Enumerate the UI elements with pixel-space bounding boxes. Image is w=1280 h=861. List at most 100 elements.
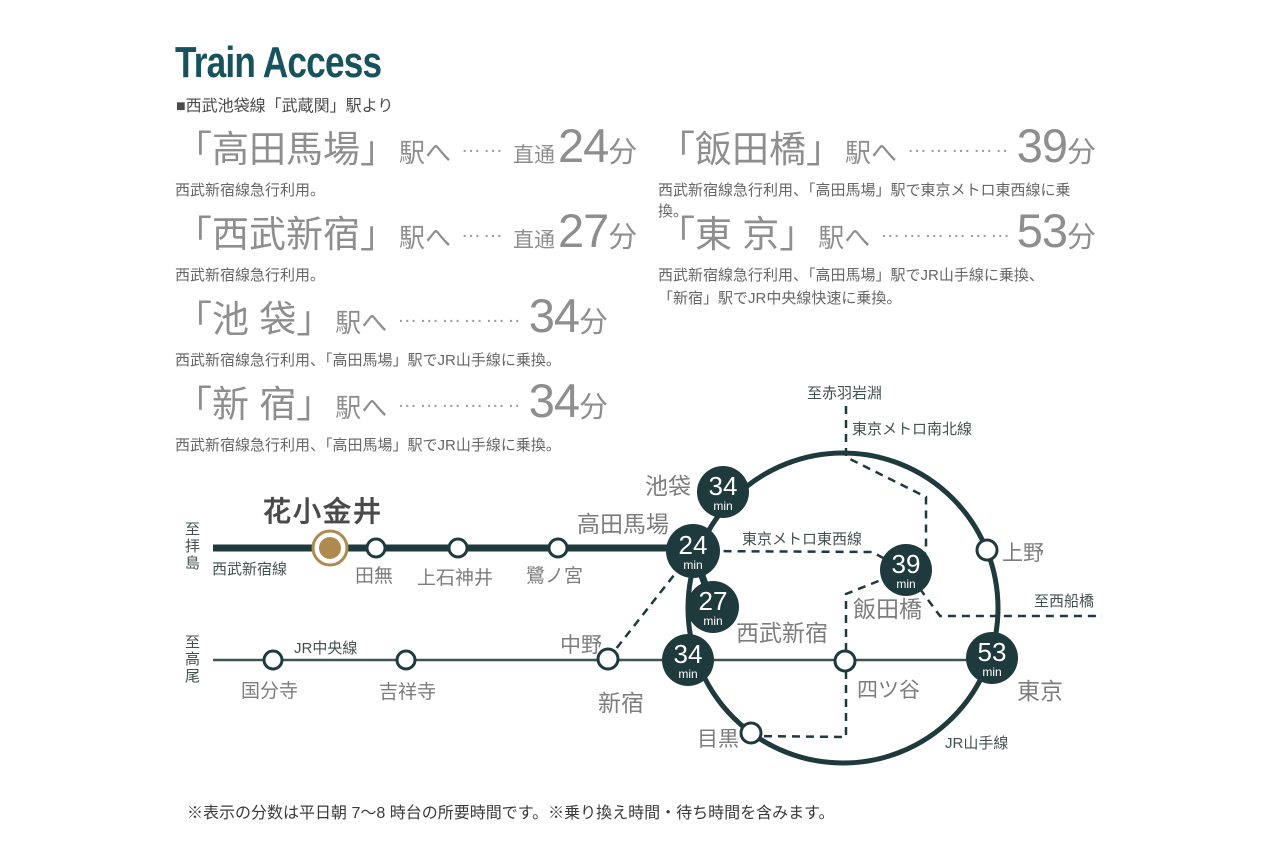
route-station-name: 「西武新宿」 — [175, 214, 397, 255]
station-dot-yotsuya — [833, 649, 857, 673]
route-suffix: 駅へ — [845, 138, 898, 168]
station-label-ueno: 上野 — [1002, 542, 1044, 565]
route-heading: 「飯田橋」 駅へ …………………… 39 分 — [658, 118, 1096, 173]
route-minutes-unit: 分 — [608, 222, 638, 254]
route-station-name: 「東 京」 — [658, 214, 817, 255]
route-time: 直通 24 分 — [513, 118, 637, 173]
route-note-line2: 「新宿」駅でJR中央線快速に乗換。 — [658, 290, 902, 307]
station-dot-kokubunji — [262, 649, 284, 671]
dot-leader: …………………… — [880, 220, 1009, 241]
route-time: 39 分 — [1017, 118, 1096, 173]
station-label-takadanobaba: 高田馬場 — [577, 511, 669, 537]
badge-minutes: 39 — [891, 548, 921, 579]
badge-minutes: 53 — [977, 636, 1007, 667]
line-label-seibu-shinjuku: 西武新宿線 — [212, 561, 288, 578]
route-time: 53 分 — [1017, 203, 1096, 258]
station-label-seibu-shinjuku: 西武新宿 — [736, 620, 828, 646]
route-station-name: 「新 宿」 — [175, 384, 334, 425]
station-label-hanakoganei: 花小金井 — [263, 495, 384, 528]
route-time: 34 分 — [529, 373, 608, 428]
station-label-iidabashi: 飯田橋 — [853, 596, 922, 622]
station-label-meguro: 目黒 — [697, 728, 739, 751]
route-time: 直通 27 分 — [513, 203, 637, 258]
route-station-name: 「池 袋」 — [175, 299, 334, 340]
badge-unit: min — [713, 498, 733, 513]
route-minutes: 53 — [1016, 204, 1068, 257]
line-label-metro-nanboku: 東京メトロ南北線 — [852, 421, 973, 438]
station-label-ikebukuro: 池袋 — [645, 473, 691, 499]
route-minutes: 24 — [558, 119, 609, 172]
route-minutes-unit: 分 — [578, 307, 608, 339]
line-label-jr-chuo: JR中央線 — [294, 640, 358, 657]
route-minutes-unit: 分 — [608, 137, 638, 169]
badge-minutes: 34 — [708, 470, 738, 501]
route-takadanobaba: 「高田馬場」 駅へ …… 直通 24 分 西武新宿線急行利用。 — [175, 118, 637, 200]
station-label-kamishakujii: 上石神井 — [417, 568, 494, 589]
dot-leader: …… — [461, 220, 506, 241]
route-note: 西武新宿線急行利用。 — [175, 182, 326, 199]
dot-leader: …………………… — [907, 135, 1009, 156]
route-tokyo: 「東 京」 駅へ …………………… 53 分 西武新宿線急行利用、「高田馬場」駅… — [658, 203, 1096, 308]
route-suffix: 駅へ — [399, 223, 452, 253]
station-label-kichijoji: 吉祥寺 — [379, 682, 437, 703]
direct-label: 直通 — [513, 144, 556, 167]
route-note: 西武新宿線急行利用、「高田馬場」駅でJR山手線に乗換、 — [658, 267, 1044, 284]
route-station-name: 「高田馬場」 — [175, 129, 397, 170]
badge-takadanobaba: 24 min — [666, 524, 720, 578]
station-dot-kichijoji — [395, 649, 417, 671]
dot-leader: …………………… — [397, 305, 520, 326]
route-heading: 「新 宿」 駅へ …………………… 34 分 — [175, 373, 608, 428]
station-label-saginomiya: 鷺ノ宮 — [526, 566, 584, 587]
badge-unit: min — [683, 557, 703, 572]
page-title: Train Access — [175, 38, 382, 87]
route-seibu-shinjuku: 「西武新宿」 駅へ …… 直通 27 分 西武新宿線急行利用。 — [175, 203, 637, 285]
station-label-yotsuya: 四ツ谷 — [857, 679, 920, 702]
badge-iidabashi: 39 min — [880, 544, 932, 596]
badge-minutes: 24 — [678, 529, 708, 560]
station-dot-kamishakujii — [447, 537, 469, 559]
route-note: 西武新宿線急行利用、「高田馬場」駅で東京メトロ東西線に乗換。 — [658, 182, 1071, 220]
origin-station-note: ■西武池袋線「武蔵関」駅より — [176, 98, 394, 115]
badge-unit: min — [703, 613, 723, 628]
station-dot-tanashi — [365, 537, 387, 559]
station-dot-nakano — [596, 647, 620, 671]
station-label-tokyo: 東京 — [1017, 678, 1063, 704]
direction-label-haijima: 至拝島 — [183, 521, 200, 572]
station-dot-ueno — [975, 538, 999, 562]
route-suffix: 駅へ — [818, 223, 871, 253]
route-station-name: 「飯田橋」 — [658, 129, 843, 170]
line-label-jr-yamanote: JR山手線 — [945, 735, 1009, 752]
route-note: 西武新宿線急行利用。 — [175, 267, 326, 284]
route-note: 西武新宿線急行利用、「高田馬場」駅でJR山手線に乗換。 — [175, 437, 561, 454]
badge-unit: min — [678, 666, 698, 681]
route-suffix: 駅へ — [399, 138, 452, 168]
station-label-kokubunji: 国分寺 — [241, 681, 299, 702]
home-station-dot — [319, 537, 341, 559]
route-heading: 「東 京」 駅へ …………………… 53 分 — [658, 203, 1096, 258]
station-label-shinjuku: 新宿 — [598, 690, 644, 716]
route-heading: 「西武新宿」 駅へ …… 直通 27 分 — [175, 203, 637, 258]
route-shinjuku: 「新 宿」 駅へ …………………… 34 分 西武新宿線急行利用、「高田馬場」駅… — [175, 373, 608, 455]
nanboku-line — [751, 406, 928, 739]
badge-shinjuku: 34 min — [662, 634, 714, 686]
direction-label-takao: 至高尾 — [183, 634, 200, 685]
direct-label: 直通 — [513, 229, 556, 252]
route-minutes-unit: 分 — [578, 392, 608, 424]
route-heading: 「高田馬場」 駅へ …… 直通 24 分 — [175, 118, 637, 173]
line-label-metro-tozai: 東京メトロ東西線 — [742, 531, 863, 548]
route-minutes: 39 — [1016, 119, 1068, 172]
footnote: ※表示の分数は平日朝 7～8 時台の所要時間です。※乗り換え時間・待ち時間を含み… — [187, 805, 835, 822]
route-ikebukuro: 「池 袋」 駅へ …………………… 34 分 西武新宿線急行利用、「高田馬場」駅… — [175, 288, 608, 370]
direction-label-akabane-iwabuchi: 至赤羽岩淵 — [807, 385, 883, 402]
route-minutes: 27 — [558, 204, 609, 257]
route-heading: 「池 袋」 駅へ …………………… 34 分 — [175, 288, 608, 343]
route-minutes-unit: 分 — [1066, 222, 1096, 254]
route-time: 34 分 — [529, 288, 608, 343]
route-minutes-unit: 分 — [1066, 137, 1096, 169]
route-note: 西武新宿線急行利用、「高田馬場」駅でJR山手線に乗換。 — [175, 352, 561, 369]
station-label-nakano: 中野 — [560, 634, 602, 657]
badge-ikebukuro: 34 min — [697, 466, 749, 518]
badge-minutes: 27 — [698, 585, 728, 616]
